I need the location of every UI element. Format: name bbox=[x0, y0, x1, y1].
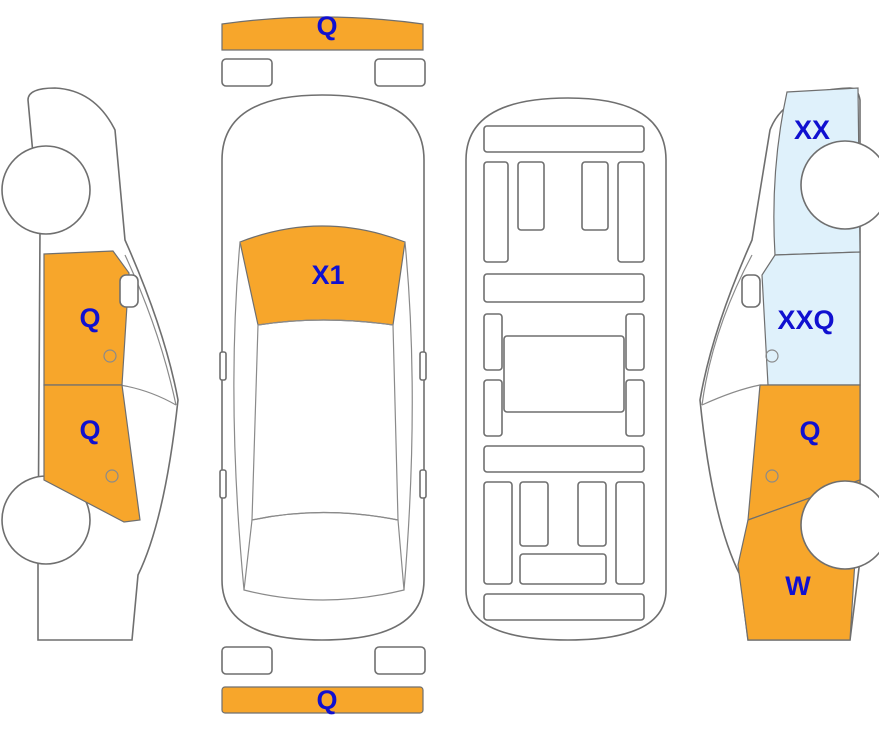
rear-bumper-part[interactable] bbox=[221, 686, 424, 714]
right-rear-fender-label: XX bbox=[794, 115, 830, 145]
right-mirror bbox=[419, 351, 427, 381]
underbody-rear-panel bbox=[519, 553, 607, 585]
left-rear-door-part[interactable] bbox=[43, 384, 141, 523]
underbody-center-panel bbox=[503, 335, 625, 413]
underbody-front-left-rail bbox=[483, 161, 509, 263]
top-view-left-side-line bbox=[233, 241, 245, 591]
front-bumper-part[interactable] bbox=[221, 16, 424, 51]
right-front-door-label: Q bbox=[799, 416, 820, 446]
underbody-crossmember-2 bbox=[483, 445, 645, 473]
right-side-pillar-line bbox=[701, 384, 761, 406]
left-front-door-handle bbox=[103, 349, 117, 363]
left-rear-mirror bbox=[219, 469, 227, 499]
front-bumper-label: Q bbox=[316, 11, 337, 41]
left-front-door-part[interactable] bbox=[43, 250, 130, 386]
front-left-lamp bbox=[221, 58, 273, 87]
left-rear-door-handle bbox=[105, 469, 119, 483]
underbody-rear-right-rail bbox=[615, 481, 645, 585]
rear-left-lamp bbox=[221, 646, 273, 675]
underbody-right-sill-rear bbox=[625, 379, 645, 437]
right-front-wheel bbox=[800, 480, 879, 570]
windshield-label: X1 bbox=[311, 260, 344, 290]
left-front-door-label: Q bbox=[79, 303, 100, 333]
underbody-rear-mid-right bbox=[577, 481, 607, 547]
right-front-fender-label: W bbox=[785, 571, 811, 601]
rear-bumper-label: Q bbox=[316, 685, 337, 715]
underbody-rear-left-rail bbox=[483, 481, 513, 585]
underbody-rear-crossmember bbox=[483, 593, 645, 621]
underbody-front-right-rail bbox=[617, 161, 645, 263]
left-side-pillar-line bbox=[119, 384, 177, 406]
right-front-door-handle bbox=[765, 469, 779, 483]
underbody-left-sill-front bbox=[483, 313, 503, 371]
left-side-window-line bbox=[124, 254, 177, 406]
left-mirror bbox=[219, 351, 227, 381]
right-rear-door-handle bbox=[765, 349, 779, 363]
underbody-front-mid-right bbox=[581, 161, 609, 231]
front-right-lamp bbox=[374, 58, 426, 87]
left-front-wheel bbox=[1, 145, 91, 235]
rear-right-lamp bbox=[374, 646, 426, 675]
left-rear-door-label: Q bbox=[79, 415, 100, 445]
underbody-left-sill-rear bbox=[483, 379, 503, 437]
right-rear-mirror bbox=[419, 469, 427, 499]
underbody-right-sill-front bbox=[625, 313, 645, 371]
right-rear-wheel bbox=[800, 140, 879, 230]
underbody-front-crossmember bbox=[483, 125, 645, 153]
right-side-window-line bbox=[701, 254, 753, 406]
underbody-rear-mid-left bbox=[519, 481, 549, 547]
right-rear-door-label: XXQ bbox=[777, 305, 834, 335]
right-mirror-side bbox=[741, 274, 761, 308]
underbody-crossmember-1 bbox=[483, 273, 645, 303]
left-mirror-side bbox=[119, 274, 139, 308]
underbody-front-mid-left bbox=[517, 161, 545, 231]
top-view-right-side-line bbox=[403, 241, 413, 591]
